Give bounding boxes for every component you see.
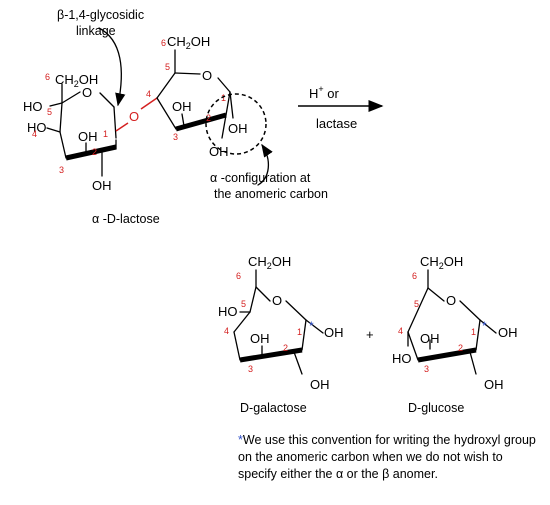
glycosidic-oxygen: O — [129, 109, 139, 124]
carbon-number-5: 5 — [241, 299, 246, 309]
oh-c2-substituent: OH — [209, 144, 229, 159]
ch2oh-group: CH2OH — [55, 72, 98, 89]
carbon-number-1: 1 — [471, 327, 476, 337]
ring-oxygen-glucose: O — [446, 293, 456, 308]
oh-c3-substituent: OH — [172, 99, 192, 114]
ring-oxygen-galactose: O — [272, 293, 282, 308]
ho-c4-substituent: HO — [218, 304, 238, 319]
carbon-number-2: 2 — [92, 147, 97, 157]
carbon-number-3: 3 — [424, 364, 429, 374]
ho-c4-substituent: HO — [27, 120, 47, 135]
oh-c3-substituent: OH — [250, 331, 270, 346]
plus-sign: + — [366, 327, 374, 342]
ch2oh-group: CH2OH — [420, 254, 463, 271]
oh-c2-substituent: OH — [484, 377, 504, 392]
anomeric-asterisk: * — [482, 319, 487, 333]
carbon-number-3: 3 — [173, 132, 178, 142]
glucose-name: D-glucose — [408, 401, 464, 415]
lactose-name: α -D-lactose — [92, 212, 160, 226]
carbon-number-5: 5 — [165, 62, 170, 72]
alpha-configuration-label: the anomeric carbon — [214, 187, 328, 201]
oh-c3-substituent: OH — [78, 129, 98, 144]
anomeric-carbon-highlight — [205, 93, 267, 155]
galactose-product-ring — [233, 269, 324, 375]
oh-c1-substituent: OH — [498, 325, 518, 340]
carbon-number-1: 1 — [221, 93, 226, 103]
ho-c4-substituent: HO — [23, 99, 43, 114]
ch2oh-group: CH2OH — [167, 34, 210, 51]
alpha-configuration-label: α -configuration at — [210, 171, 311, 185]
galactose-name: D-galactose — [240, 401, 307, 415]
carbon-number-6: 6 — [161, 38, 166, 48]
oh-c3-substituent: OH — [420, 331, 440, 346]
carbon-number-6: 6 — [45, 72, 50, 82]
carbon-number-4: 4 — [224, 326, 229, 336]
anomeric-asterisk: * — [309, 319, 314, 333]
carbon-number-3: 3 — [59, 165, 64, 175]
ring-oxygen-glucose: O — [202, 68, 212, 83]
carbon-number-5: 5 — [414, 299, 419, 309]
carbon-number-6: 6 — [412, 271, 417, 281]
carbon-number-4: 4 — [146, 89, 151, 99]
carbon-number-2: 2 — [458, 343, 463, 353]
glycosidic-linkage-label: linkage — [76, 24, 116, 38]
carbon-number-2: 2 — [283, 343, 288, 353]
footnote-text: We use this convention for writing the h… — [238, 433, 536, 481]
carbon-number-3: 3 — [248, 364, 253, 374]
anomer-footnote: *We use this convention for writing the … — [238, 432, 544, 483]
lactose-glucose-ring — [156, 49, 234, 139]
ring-oxygen-galactose: O — [82, 85, 92, 100]
ch2oh-group: CH2OH — [248, 254, 291, 271]
glycosidic-bond — [140, 97, 158, 110]
oh-c1-substituent: OH — [228, 121, 248, 136]
carbon-number-1: 1 — [103, 129, 108, 139]
carbon-number-4: 4 — [32, 129, 37, 139]
reaction-condition-top: H+ or — [309, 84, 339, 101]
carbon-number-6: 6 — [236, 271, 241, 281]
oh-c2-substituent: OH — [92, 178, 112, 193]
carbon-number-1: 1 — [297, 327, 302, 337]
ho-c4-substituent: HO — [392, 351, 412, 366]
lactose-galactose-ring — [46, 83, 117, 177]
glycosidic-bond — [115, 122, 129, 132]
reaction-condition-bottom: lactase — [316, 116, 357, 131]
anomeric-callout-arrow — [257, 143, 273, 186]
carbon-number-5: 5 — [47, 107, 52, 117]
glucose-product-ring — [407, 269, 497, 375]
oh-c2-substituent: OH — [310, 377, 330, 392]
carbon-number-2: 2 — [206, 113, 211, 123]
carbon-number-4: 4 — [398, 326, 403, 336]
oh-c1-substituent: OH — [324, 325, 344, 340]
glycosidic-callout-arrow — [98, 27, 126, 107]
glycosidic-linkage-label: β-1,4-glycosidic — [57, 8, 144, 22]
footnote-asterisk: * — [238, 433, 243, 447]
